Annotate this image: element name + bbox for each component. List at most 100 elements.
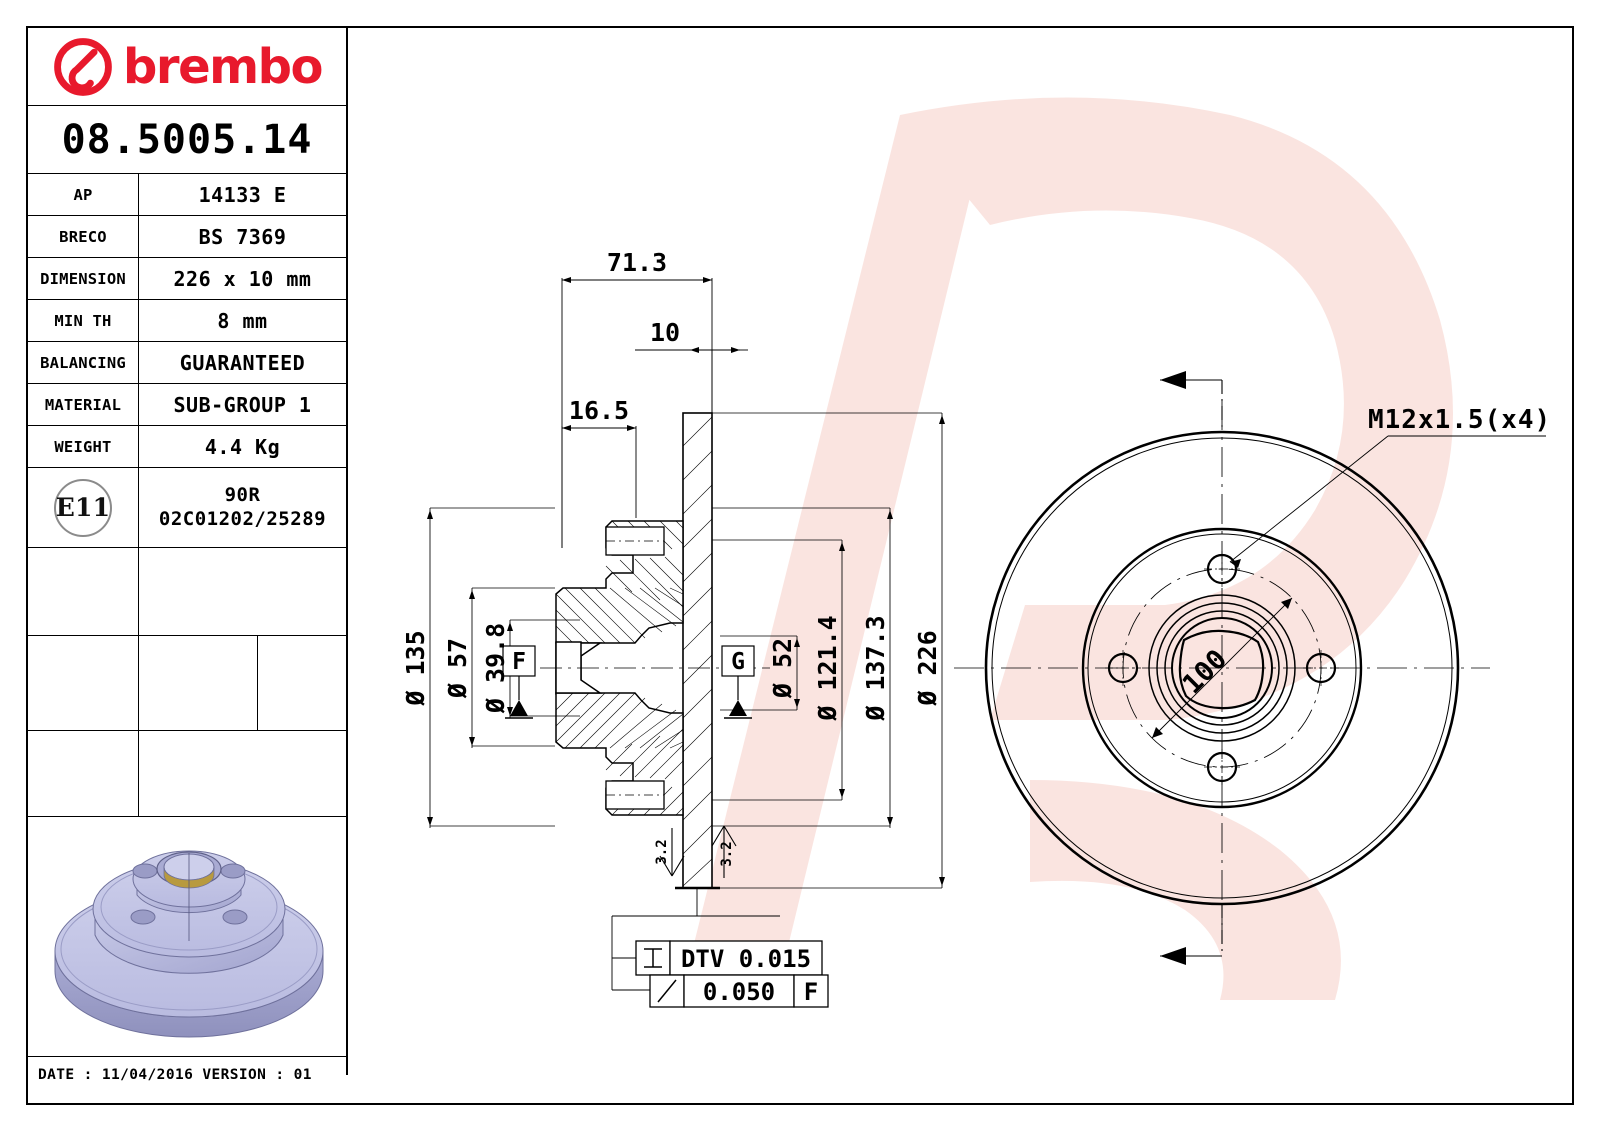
section-view [427, 277, 945, 1008]
spec-value: 4.4 Kg [204, 434, 281, 459]
disc-blade-section [682, 412, 713, 889]
dim-d121-4 [712, 539, 845, 801]
homologation-number: 90R 02C01202/25289 [139, 484, 346, 530]
bore-ring [163, 866, 215, 888]
product-image-row [28, 817, 346, 1057]
spec-row-weight: WEIGHT 4.4 Kg [28, 426, 346, 468]
sheet-border [26, 26, 1574, 1105]
spec-key: MATERIAL [28, 384, 139, 425]
datum-f [502, 645, 536, 719]
spec-key: BALANCING [28, 342, 139, 383]
gdt-runout-value: 0.050 [703, 978, 775, 1006]
dim-label-10: 10 [650, 318, 680, 347]
section-arrow-bottom [1160, 904, 1223, 965]
datum-label-f: F [512, 649, 526, 675]
brembo-b-icon [54, 37, 112, 96]
thread-callout-label: M12x1.5(x4) [1368, 405, 1551, 435]
blank-row-3 [28, 731, 346, 817]
spec-key: MIN TH [28, 300, 139, 341]
spec-value: 8 mm [217, 308, 268, 333]
spec-key: AP [28, 174, 139, 215]
spec-value: GUARANTEED [179, 350, 306, 375]
bolt-hole-icon [132, 863, 158, 878]
dim-d226 [712, 412, 945, 889]
blank-cell-mid [139, 636, 258, 730]
dim-label-d39-8: Ø 39.8 [481, 623, 510, 714]
bolt-hole-section-upper [605, 526, 665, 556]
roughness-left [659, 828, 685, 877]
brembo-wordmark: brembo [123, 38, 323, 95]
homologation-mark-cell: E11 [28, 468, 139, 547]
spec-key: BRECO [28, 216, 139, 257]
hub-flange-edge [1081, 527, 1363, 809]
dim-label-d135: Ø 135 [401, 630, 430, 706]
spec-row-ap: AP 14133 E [28, 174, 346, 216]
part-code: 08.5005.14 [61, 116, 313, 163]
spec-row-breco: BRECO BS 7369 [28, 216, 346, 258]
center-bore-profile [1178, 629, 1265, 710]
face-view [954, 371, 1546, 965]
dim-label-d137-3: Ø 137.3 [861, 615, 890, 721]
dim-16-5 [561, 425, 637, 548]
bolt-hole-icon [220, 863, 246, 878]
dim-d52 [720, 635, 800, 711]
dim-label-d52: Ø 52 [768, 638, 797, 699]
brembo-logo: brembo [52, 36, 323, 98]
homologation-line2: 02C01202/25289 [158, 507, 327, 530]
homologation-row: E11 90R 02C01202/25289 [28, 468, 346, 548]
brake-disc-3d-render [54, 850, 324, 1037]
spec-row-dimension: DIMENSION 226 x 10 mm [28, 258, 346, 300]
dim-label-71-3: 71.3 [607, 248, 667, 277]
e11-badge: E11 [54, 478, 112, 537]
blank-cell-right [258, 636, 346, 730]
bolt-hole-icon [130, 909, 156, 924]
datum-g [721, 645, 755, 719]
gdt-dtv [635, 940, 823, 976]
datum-label-g: G [731, 649, 745, 675]
hub-section-lower-hatch [555, 692, 684, 816]
gdt-runout-datum: F [804, 978, 818, 1006]
spec-row-balancing: BALANCING GUARANTEED [28, 342, 346, 384]
footer-date-version: DATE : 11/04/2016 VERSION : 01 [38, 1067, 312, 1083]
roughness-right [711, 825, 737, 878]
thickness-variation-icon [644, 948, 662, 968]
section-arrow-top [1160, 371, 1223, 432]
bolt-hole-icon [222, 909, 248, 924]
dim-10 [635, 347, 748, 413]
thread-callout-leader [1229, 435, 1546, 568]
blank-key-cell [28, 731, 139, 816]
title-block: brembo 08.5005.14 AP 14133 E BRECO BS 73… [28, 28, 348, 1083]
spec-value: BS 7369 [198, 224, 287, 249]
bolt-hole-section-lower [605, 780, 665, 810]
spec-value: 226 x 10 mm [173, 266, 312, 291]
gdt-runout [649, 974, 829, 1008]
dim-label-d57: Ø 57 [443, 638, 472, 699]
footer-row: DATE : 11/04/2016 VERSION : 01 [28, 1057, 346, 1093]
gdt-leaders [611, 888, 780, 991]
blank-row-1 [28, 548, 346, 636]
brand-logo-row: brembo [28, 28, 346, 106]
dim-label-d226: Ø 226 [913, 630, 942, 706]
dim-d57 [469, 587, 555, 748]
hub-bore-lower [555, 641, 603, 694]
disc-blade-hatch [682, 416, 713, 887]
hub-section-upper-hatch [555, 520, 684, 644]
dim-label-d121-4: Ø 121.4 [813, 615, 842, 721]
runout-icon [657, 979, 677, 1003]
dim-label-16-5: 16.5 [569, 396, 629, 425]
pcd-dimension [1151, 597, 1293, 739]
gdt-dtv-text: DTV 0.015 [681, 945, 811, 973]
part-code-row: 08.5005.14 [28, 106, 346, 174]
spec-key: WEIGHT [28, 426, 139, 467]
dim-d135 [427, 507, 555, 828]
spec-value: 14133 E [198, 182, 287, 207]
technical-drawing: 71.3 10 16.5 Ø 135 Ø 57 Ø 39.8 Ø 52 Ø 12… [350, 28, 1574, 1075]
roughness-label-right: 3.2 [719, 841, 735, 866]
blank-row-2 [28, 636, 346, 731]
dim-d137-3 [712, 507, 893, 828]
spec-key: DIMENSION [28, 258, 139, 299]
spec-value: SUB-GROUP 1 [173, 392, 312, 417]
blank-key-cell [28, 548, 139, 635]
spec-row-min-th: MIN TH 8 mm [28, 300, 346, 342]
